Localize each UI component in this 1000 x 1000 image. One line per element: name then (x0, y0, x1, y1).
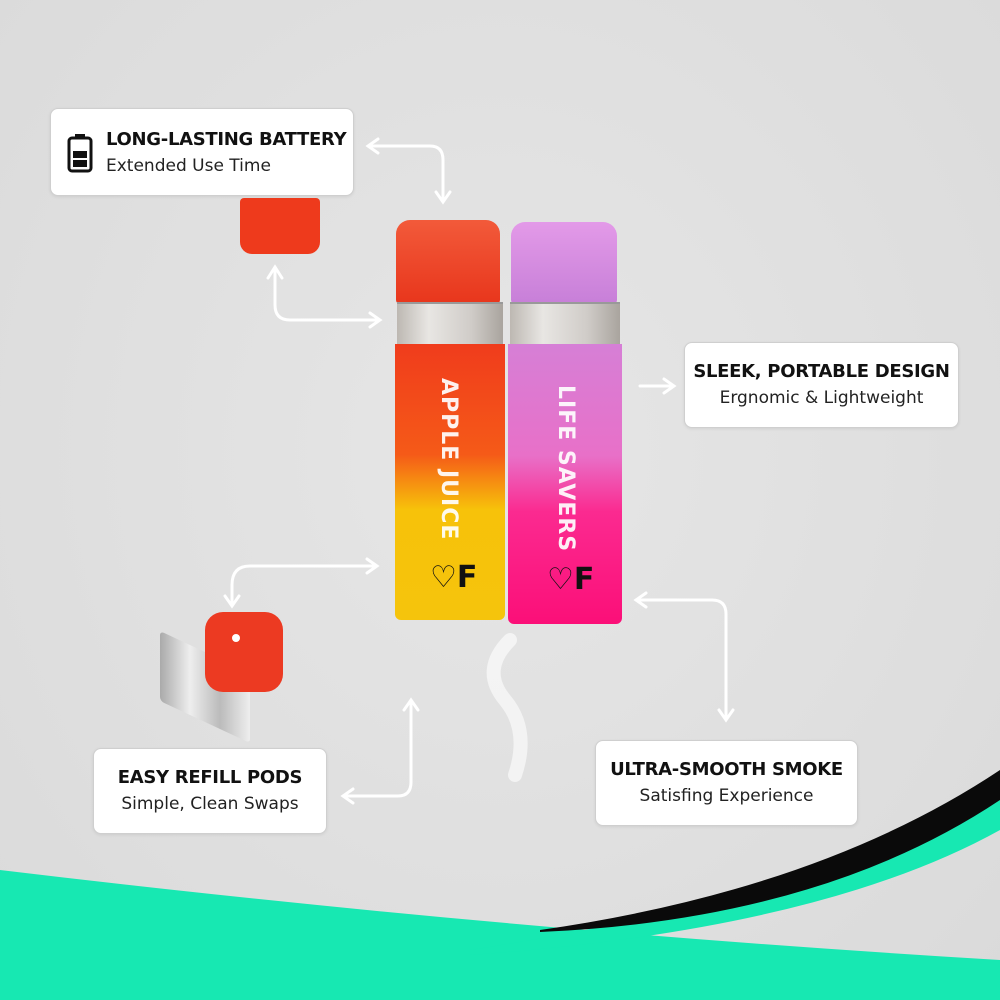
feature-title: ULTRA-SMOOTH SMOKE (610, 759, 843, 780)
spare-cap (240, 198, 320, 254)
feature-title: LONG-LASTING BATTERY (106, 129, 347, 150)
feature-subtitle: Ergnomic & Lightweight (719, 388, 924, 408)
feature-card-design: SLEEK, PORTABLE DESIGN Ergnomic & Lightw… (684, 342, 959, 428)
brand-logo: ♡F (547, 562, 595, 597)
feature-card-smoke: ULTRA-SMOOTH SMOKE Satisfing Experience (595, 740, 858, 826)
feature-subtitle: Simple, Clean Swaps (121, 794, 299, 814)
battery-icon (67, 134, 93, 173)
feature-subtitle: Extended Use Time (106, 156, 271, 176)
brand-logo: ♡F (430, 560, 478, 595)
flavor-label: APPLE JUICE (436, 378, 461, 541)
feature-title: SLEEK, PORTABLE DESIGN (693, 361, 950, 382)
refill-pod (160, 612, 285, 743)
feature-card-refill: EASY REFILL PODS Simple, Clean Swaps (93, 748, 327, 834)
feature-title: EASY REFILL PODS (117, 767, 303, 788)
smoke (486, 633, 528, 782)
flavor-label: LIFE SAVERS (553, 385, 578, 553)
feature-subtitle: Satisfing Experience (639, 786, 814, 806)
feature-card-battery: LONG-LASTING BATTERY Extended Use Time (50, 108, 354, 196)
